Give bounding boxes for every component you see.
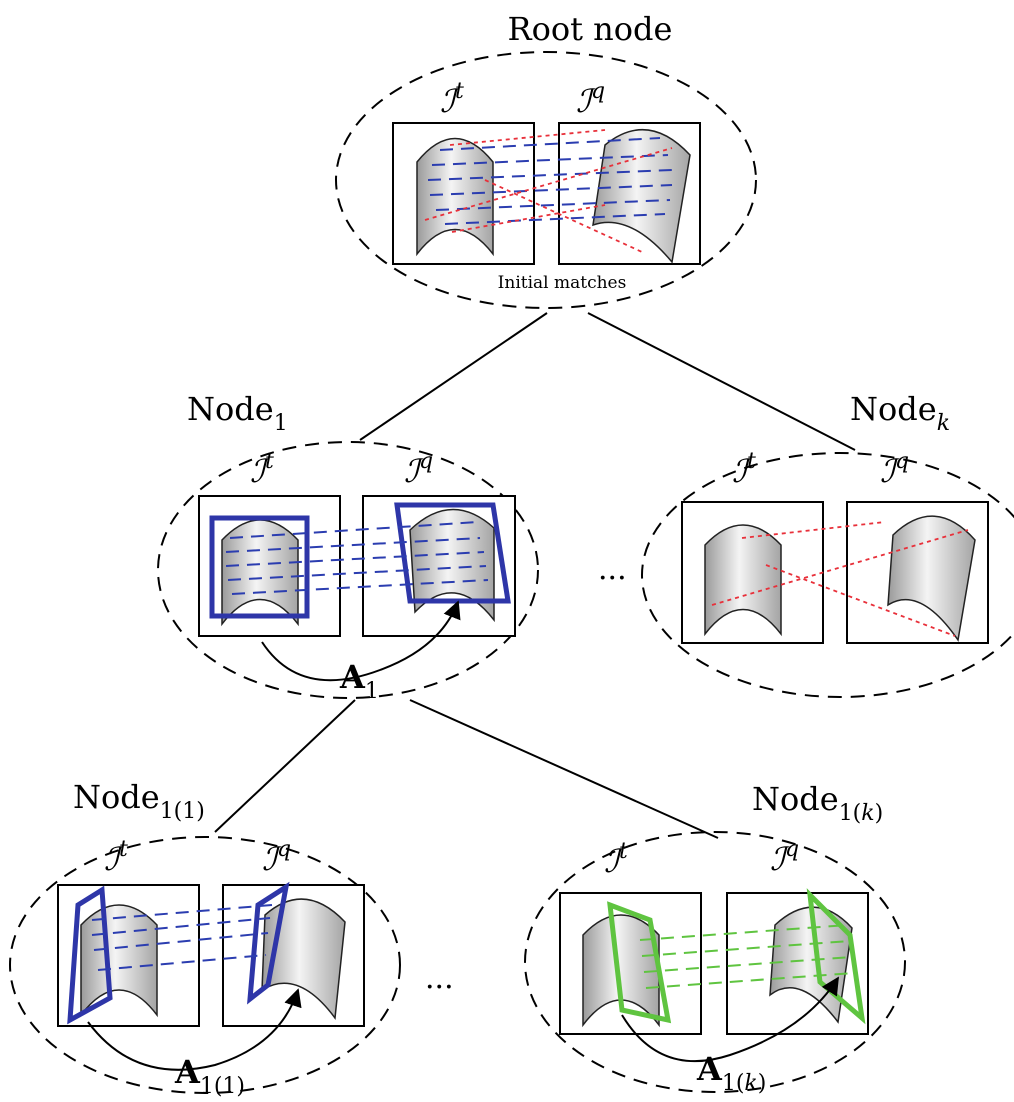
node1-transform-arrow — [261, 600, 461, 682]
node11-cylinder-t — [80, 904, 158, 1018]
node11-region-t — [67, 885, 113, 1025]
node11-ellipse — [9, 836, 401, 1094]
node1-region-t — [209, 515, 310, 619]
nodek-image-t-label: ℐt — [732, 449, 756, 490]
node-1-k: Node1(k) ℐt ℐq A1(k) — [524, 780, 906, 1096]
node-1-1: Node1(1) ℐt ℐq A1(1) — [9, 778, 401, 1099]
node1-cylinder-q — [409, 508, 495, 623]
edge-root-node1 — [359, 312, 548, 441]
node1-region-q — [394, 502, 511, 604]
edge-node1-node1k — [409, 699, 719, 839]
root-outlier-matches — [424, 129, 673, 253]
node1-ellipse — [157, 441, 539, 699]
node11-title: Node1(1) — [73, 778, 205, 824]
nodek-image-q-label: ℐq — [880, 449, 909, 490]
node1k-ellipse — [524, 831, 906, 1093]
root-cylinder-t — [416, 137, 494, 257]
node11-region-q — [247, 881, 290, 1005]
node-1: Node1 ℐt ℐq A1 — [157, 390, 539, 704]
node1-cylinder-t — [221, 519, 299, 627]
node1k-region-q — [806, 888, 866, 1025]
nodek-title: Nodek — [850, 390, 950, 436]
node1k-image-t-label: ℐt — [604, 839, 628, 880]
root-caption: Initial matches — [498, 273, 627, 293]
node-k: Nodek ℐt ℐq — [641, 390, 1014, 698]
edge-root-nodek — [587, 312, 856, 451]
node11-inlier-matches — [91, 904, 273, 971]
nodek-ellipse — [641, 452, 1014, 698]
node1-image-t-label: ℐt — [250, 449, 274, 490]
node1-image-q-label: ℐq — [404, 449, 433, 490]
node11-image-t-label: ℐt — [104, 837, 128, 878]
root-cylinder-q — [592, 128, 691, 264]
node1k-transform-arrow — [621, 976, 839, 1063]
ellipsis-level1: ··· — [598, 561, 627, 596]
node1-inlier-matches — [225, 521, 489, 595]
node11-transform-label: A1(1) — [174, 1053, 245, 1099]
node1-title: Node1 — [187, 390, 288, 436]
node11-image-q-label: ℐq — [262, 837, 291, 878]
root-inlier-matches — [427, 137, 673, 225]
node11-cylinder-q — [261, 898, 346, 1020]
node1k-transform-label: A1(k) — [696, 1050, 766, 1096]
nodek-outlier-matches — [711, 521, 969, 637]
edge-node1-node11 — [214, 699, 356, 833]
node1k-image-q-label: ℐq — [770, 837, 799, 878]
node11-transform-arrow — [87, 988, 302, 1071]
nodek-cylinder-t — [704, 524, 782, 637]
root-node-ellipse — [335, 51, 757, 309]
node1-transform-label: A1 — [339, 658, 379, 704]
ellipsis-level2: ··· — [425, 970, 454, 1005]
node1k-title: Node1(k) — [752, 780, 883, 826]
tree-edges — [214, 312, 856, 839]
nodek-cylinder-q — [887, 515, 976, 642]
root-image-q-label: ℐq — [576, 79, 605, 120]
root-node: Root node ℐt ℐq Initial matches — [335, 10, 757, 309]
node1k-inlier-matches — [639, 924, 855, 989]
node1k-region-t — [607, 901, 672, 1024]
root-image-t-label: ℐt — [440, 79, 464, 120]
root-node-title: Root node — [508, 10, 673, 48]
